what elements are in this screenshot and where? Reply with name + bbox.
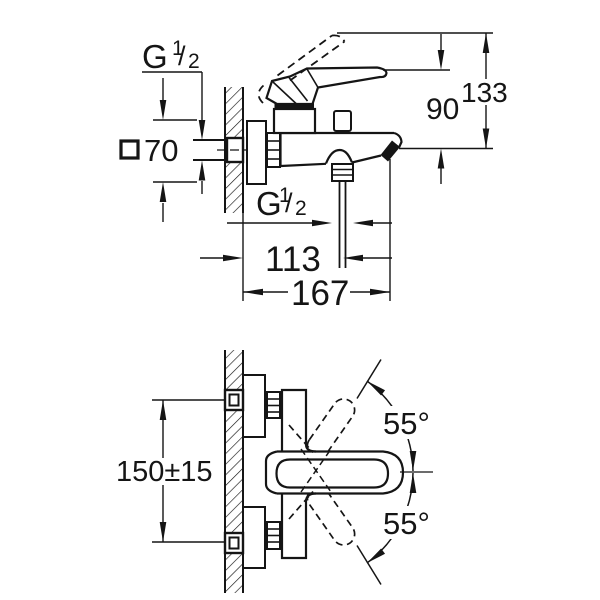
lever-edge-dashes: [288, 424, 314, 520]
escutcheon-plate: [242, 506, 266, 569]
lower-mounting-assembly: [223, 506, 281, 569]
dim-height-90: [437, 34, 445, 184]
diverter-knob: [333, 110, 352, 133]
escutcheon-plate-side: [246, 120, 267, 185]
wall-section-side: [224, 87, 244, 301]
shower-outlet-nipple: [331, 163, 354, 268]
dim-55-lower-label: 55°: [383, 506, 430, 541]
dim-150-label: 150±15: [116, 456, 213, 488]
wall-fitting-square: [223, 388, 245, 412]
dim-113-label: 113: [265, 240, 321, 279]
square-symbol-icon: [119, 139, 140, 160]
dim-90-label: 90: [426, 93, 459, 126]
supply-thread-label-num: 1: [172, 37, 184, 60]
outlet-thread-label-g: G: [256, 185, 282, 222]
dim-70-label: 70: [144, 133, 178, 168]
dim-167-label: 167: [291, 274, 349, 313]
lever-handle-side: [265, 66, 388, 106]
mixer-body-side: [279, 131, 403, 168]
dim-offset-113: [200, 254, 392, 262]
mixer-body-plan: [280, 388, 317, 560]
pivot-axis-cross: [300, 448, 332, 493]
spout-outlet-wedge: [380, 140, 400, 162]
height-extension-lines: [337, 32, 493, 301]
supply-nipple: [193, 136, 263, 164]
dim-supply-thread: [142, 71, 206, 194]
dim-swing-angles: [356, 359, 436, 585]
lever-raised-position-dashed: [257, 34, 346, 104]
side-view: [119, 32, 512, 308]
supply-thread-label-den: 2: [188, 50, 200, 73]
wall-section-plan: [224, 350, 244, 593]
union-nut-side: [266, 132, 281, 168]
dim-height-133: [460, 33, 512, 149]
dim-outlet-thread: [227, 219, 392, 227]
plan-view: [113, 350, 436, 593]
dim-escutcheon-70: [119, 78, 197, 222]
supply-thread-label-slash: /: [178, 41, 186, 71]
dim-55-upper-label: 55°: [383, 406, 430, 441]
wall-fitting-square: [223, 531, 245, 555]
dim-133-label: 133: [461, 77, 508, 108]
shower-outlet-dome: [324, 148, 354, 164]
dim-projection-167: [243, 276, 390, 308]
escutcheon-plate: [242, 374, 266, 438]
labels: G 1 / 2 70 90 133 G 1 / 2 113 167 150±15…: [116, 37, 508, 541]
wall-hatch: [225, 350, 243, 593]
dim-mounting-150: [113, 399, 225, 543]
spout-tip-edge: [393, 131, 403, 148]
outlet-thread-label-num: 1: [279, 184, 291, 207]
outlet-thread-label-den: 2: [295, 197, 307, 220]
supply-thread-label-g: G: [142, 38, 168, 75]
cartridge-housing: [272, 107, 317, 135]
lever-base-ring: [274, 102, 314, 110]
outlet-thread-label-slash: /: [285, 188, 293, 218]
